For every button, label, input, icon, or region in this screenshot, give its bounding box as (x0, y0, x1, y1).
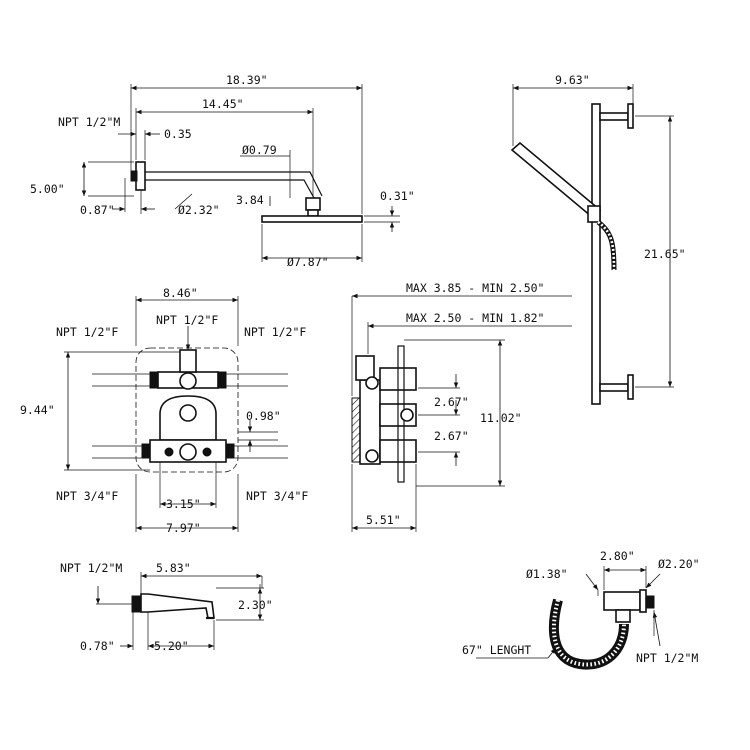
arm-stem-dia-label: Ø0.79 (242, 143, 277, 157)
arm-flange-dia-label: Ø2.32" (178, 203, 220, 217)
valve-middle-port (179, 404, 197, 422)
valve-side-knob-2 (365, 449, 379, 463)
spout-reach-label: 5.20" (154, 639, 189, 653)
valve-right-top-label: NPT 1/2"F (244, 325, 306, 339)
valve-screw-left (164, 447, 174, 457)
valve-right-bottom-label: NPT 3/4"F (246, 489, 308, 503)
elbow-inlet-label: NPT 1/2"M (636, 651, 698, 665)
valve-side-view: MAX 3.85 - MIN 2.50" MAX 2.50 - MIN 1.82… (351, 281, 572, 532)
spout-wall-offset-label: 0.78" (80, 639, 115, 653)
wall-elbow-body (603, 591, 641, 611)
valve-top-right-port (217, 371, 227, 389)
elbow-hose-length-label: 67" LENGHT (462, 643, 531, 657)
arm-drop-height-label: 5.00" (30, 182, 65, 196)
elbow-width-label: 2.80" (600, 549, 635, 563)
valve-side-depth-label: 5.51" (366, 513, 401, 527)
valve-side-top-port (355, 355, 375, 381)
wall-elbow-view: 2.80" Ø1.38" Ø2.20" 67" LENGHT NPT 1/2"M (462, 549, 700, 670)
elbow-hose-dia-label: Ø1.38" (526, 567, 568, 581)
slide-bar-length-label: 21.65" (644, 247, 686, 261)
rain-head (261, 215, 363, 223)
spout-height-label: 2.30" (238, 598, 273, 612)
wall-elbow-thread (645, 595, 655, 609)
slide-bar-rod (591, 103, 601, 405)
wall-elbow-outlet (615, 609, 631, 623)
wall-section (351, 397, 361, 463)
arm-swivel (307, 209, 319, 217)
valve-spacing-1-label: 2.67" (434, 395, 469, 409)
hand-shower (510, 141, 602, 219)
valve-width-top-label: 8.46" (163, 286, 198, 300)
arm-head-dia-label: Ø7.87" (287, 255, 329, 269)
valve-spacing-2-label: 2.67" (434, 429, 469, 443)
slide-bar-top-bracket (599, 112, 629, 121)
valve-front-view: 8.46" NPT 1/2"F NPT 1/2"F NPT 1/2"F 9.44… (20, 286, 308, 535)
valve-left-top-label: NPT 1/2"F (56, 325, 118, 339)
valve-side-height-label: 11.02" (480, 411, 522, 425)
valve-max-depth-a-label: MAX 3.85 - MIN 2.50" (406, 281, 544, 295)
valve-top-inlet-label: NPT 1/2"F (156, 313, 218, 327)
valve-top-inlet (179, 349, 197, 373)
slide-bar-depth-label: 9.63" (555, 73, 590, 87)
spout-inlet-thread (131, 595, 142, 613)
tub-spout (140, 593, 215, 619)
valve-bottom-left-port (141, 443, 151, 459)
slide-bar-top-flange (627, 103, 634, 129)
arm-total-length-label: 18.39" (226, 73, 268, 87)
tub-spout-view: NPT 1/2"M 5.83" 2.30" 0.78" 5.20" (60, 561, 273, 653)
valve-side-knob-1 (365, 376, 379, 390)
valve-bottom-right-port (225, 443, 235, 459)
valve-inner-width-label: 3.15" (166, 497, 201, 511)
valve-width-bottom-label: 7.97" (166, 521, 201, 535)
slide-holder (587, 205, 601, 223)
arm-inlet-label: NPT 1/2"M (58, 115, 120, 129)
arm-neck (305, 197, 321, 211)
valve-height-label: 9.44" (20, 403, 55, 417)
wall-elbow-flange (639, 589, 647, 613)
slide-bar-bottom-bracket (599, 383, 629, 392)
valve-top-left-port (149, 371, 159, 389)
slide-bar-view: 9.63" 21.65" (510, 73, 686, 405)
valve-screw-right (202, 447, 212, 457)
valve-side-knob-3 (400, 408, 414, 422)
arm-flange-label: 0.35 (164, 127, 192, 141)
arm-inlet-thread (130, 170, 138, 182)
arm-head-thickness-label: 0.31" (380, 189, 415, 203)
arm-head-height-label: 3.84 (236, 193, 264, 207)
shower-arm-view: 18.39" 14.45" NPT 1/2"M 0.35 Ø0.79 5.00"… (30, 73, 415, 269)
elbow-flange-dia-label: Ø2.20" (658, 557, 700, 571)
valve-right-offset-label: 0.98" (246, 409, 281, 423)
arm-length-label: 14.45" (202, 97, 244, 111)
spout-inlet-label: NPT 1/2"M (60, 561, 122, 575)
valve-max-depth-b-label: MAX 2.50 - MIN 1.82" (406, 311, 544, 325)
valve-left-bottom-label: NPT 3/4"F (56, 489, 118, 503)
valve-top-port-circle (179, 372, 197, 390)
spout-length-label: 5.83" (156, 561, 191, 575)
slide-bar-bottom-flange (627, 374, 634, 400)
valve-bottom-port (179, 443, 197, 461)
shower-arm-pipe (145, 171, 323, 199)
arm-wall-offset-label: 0.87" (80, 203, 115, 217)
